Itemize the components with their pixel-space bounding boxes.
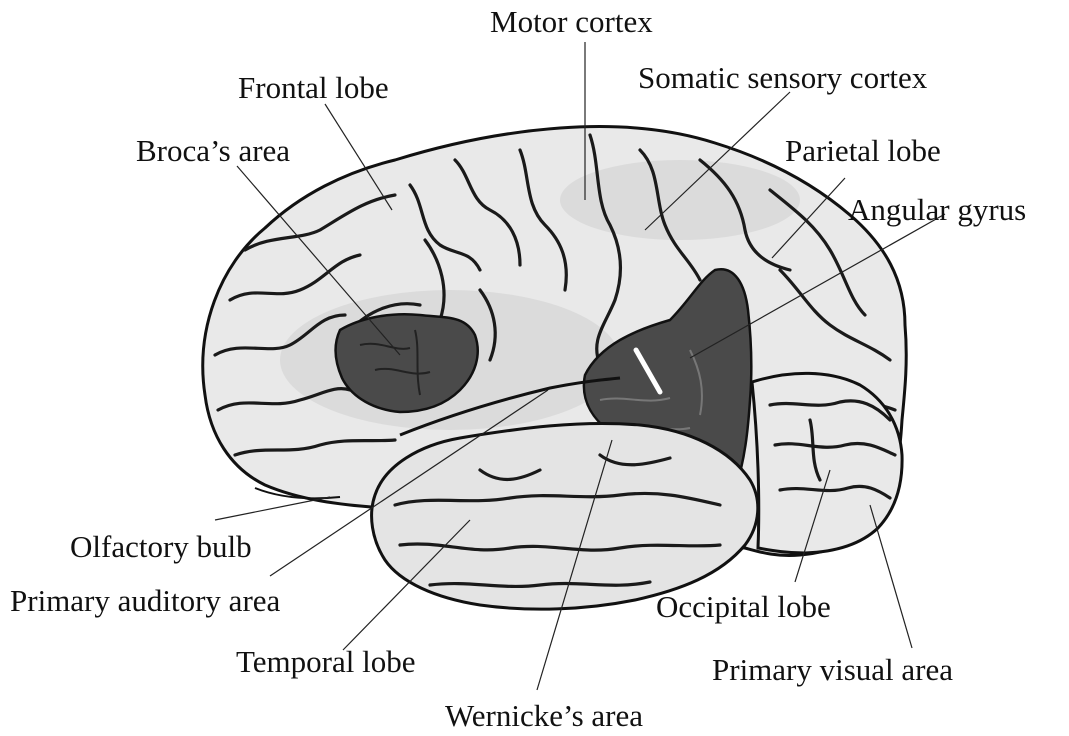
label-occipital-lobe: Occipital lobe xyxy=(656,589,831,624)
label-angular-gyrus: Angular gyrus xyxy=(848,192,1026,227)
label-brocas-area: Broca’s area xyxy=(136,133,290,168)
leader-olfactory-bulb xyxy=(215,497,330,520)
label-parietal-lobe: Parietal lobe xyxy=(785,133,941,168)
label-wernickes-area: Wernicke’s area xyxy=(445,698,643,733)
leader-primary-visual-area xyxy=(870,505,912,648)
brain-illustration xyxy=(203,127,906,610)
label-olfactory-bulb: Olfactory bulb xyxy=(70,529,252,564)
label-temporal-lobe: Temporal lobe xyxy=(236,644,415,679)
label-primary-auditory-area: Primary auditory area xyxy=(10,583,281,618)
label-frontal-lobe: Frontal lobe xyxy=(238,70,389,105)
temporal-lobe-region xyxy=(372,423,758,609)
occipital-lobe-region xyxy=(752,373,902,553)
label-somatic-sensory-cortex: Somatic sensory cortex xyxy=(638,60,928,95)
label-motor-cortex: Motor cortex xyxy=(490,4,653,39)
label-primary-visual-area: Primary visual area xyxy=(712,652,953,687)
